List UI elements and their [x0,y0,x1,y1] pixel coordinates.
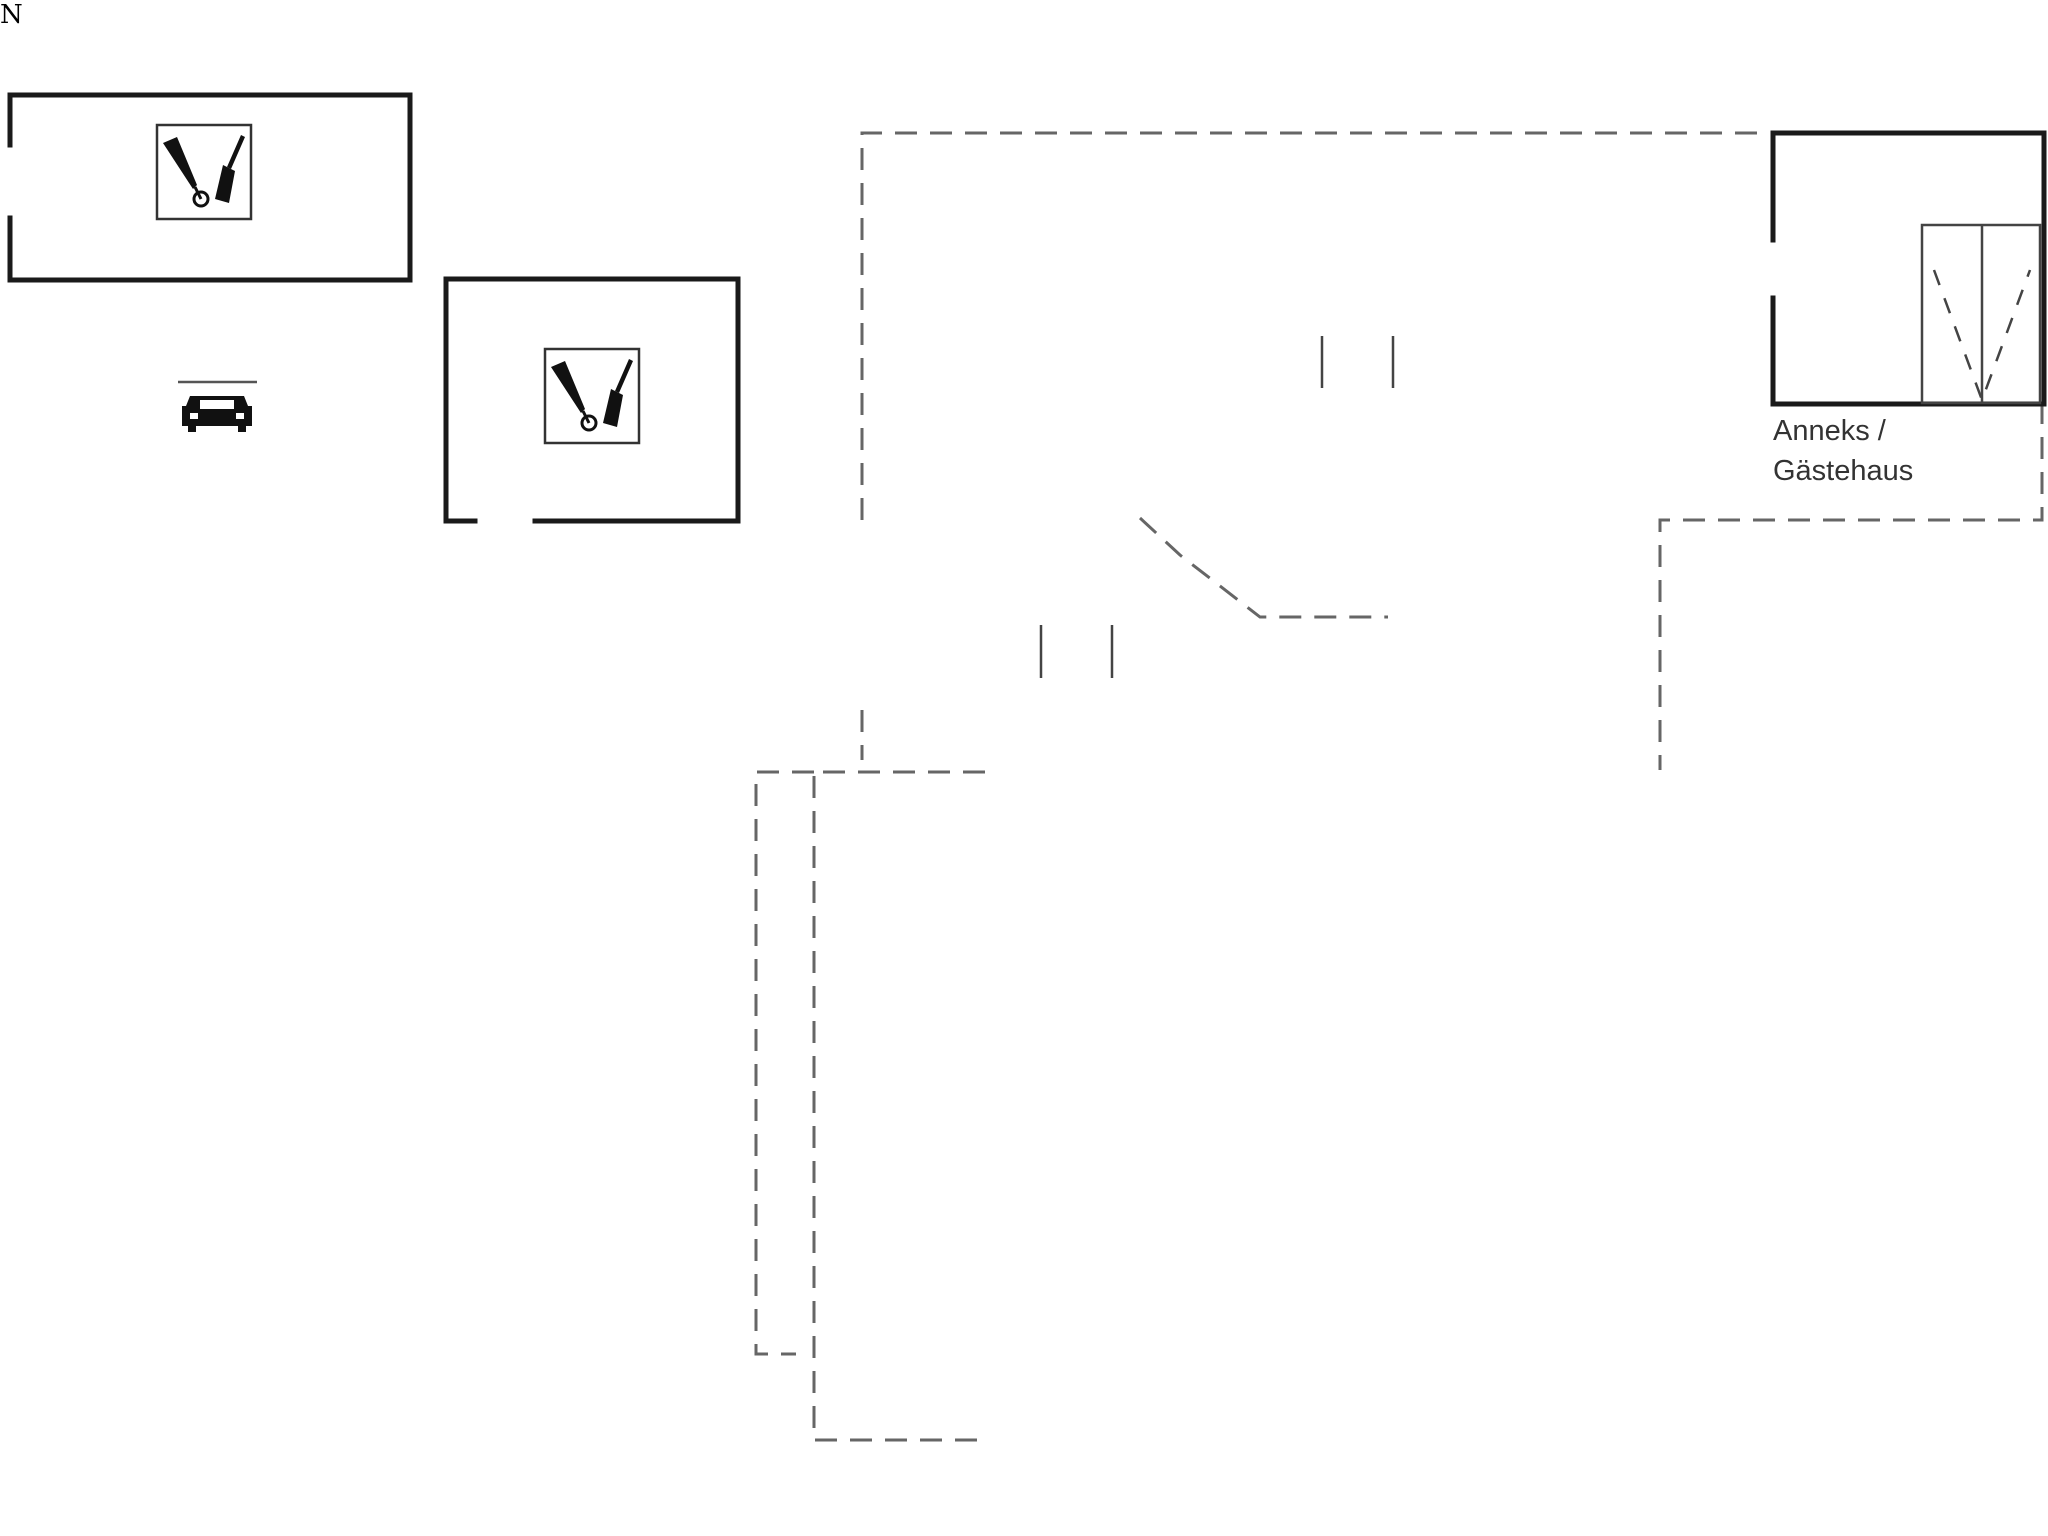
car-icon [178,380,257,432]
step-marks-middle [1039,625,1114,678]
compass-rose-icon: N [0,0,23,30]
shed-top-left [7,92,413,283]
annex-building [1770,130,2047,407]
bbq-tools-icon [155,123,253,221]
bbq-tools-icon [543,347,641,445]
annex-label: Anneks / Gästehaus [1773,411,1913,491]
shed-middle [443,276,741,524]
compass-north-letter: N [0,0,23,30]
terrace-outline [754,131,2044,1442]
step-marks-upper [1320,336,1395,388]
annex-label-line2: Gästehaus [1773,455,1914,487]
annex-label-line1: Anneks / [1773,415,1886,447]
